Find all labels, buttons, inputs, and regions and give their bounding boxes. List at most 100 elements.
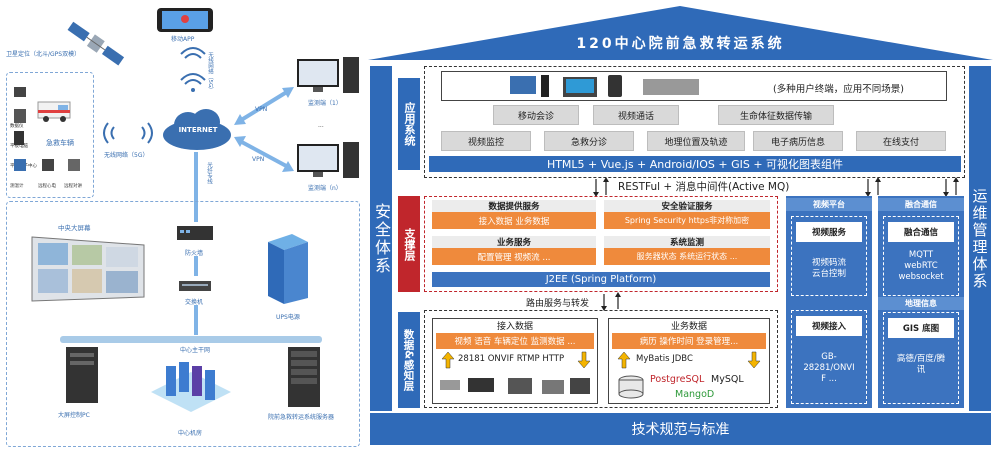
business-data-title: 业务数据 [670,322,707,332]
ambulance-icon [37,101,71,122]
fiber-label: 光纤专线 [206,162,212,184]
device-icons [440,378,590,394]
service-content: 服务器状态 系统运行状态 ... [604,248,770,265]
roof-shape [368,6,993,60]
wifi-signal-icon [180,47,206,92]
wifi-signal-icon [103,122,153,144]
service-content: 配置管理 视频流 ... [432,248,596,265]
firewall-icon [177,226,213,240]
link-line [194,305,198,335]
app-item: 视频通话 [593,105,679,125]
link-line [194,256,198,276]
cloud-icon [163,109,231,150]
architecture-diagram: 120中心院前急救转运系统 安全体系 运维管理体系 技术规范与标准 应用系统 (… [368,0,993,451]
app-item: 地理位置及轨迹 [647,131,745,151]
service-content: Spring Security https非对称加密 [604,212,770,229]
device-label: 数据仪 [10,124,24,129]
db-postgresql: PostgreSQL [650,374,705,385]
ambulance-panel [6,72,94,198]
device-label: 远程对讲 [64,184,82,189]
vpn-top-label: VPN [255,106,268,113]
backbone-bar [60,336,322,343]
video-access-box: 视频接入 [796,316,862,336]
up-down-arrows [441,351,591,369]
app-item: 生命体征数据传输 [718,105,834,125]
video-service-box: 视频服务 [796,222,862,242]
ambulance-label: 急救车辆 [46,139,74,147]
app-item: 在线支付 [856,131,946,151]
switch-label: 交换机 [185,299,204,306]
data-center-panel [6,201,360,447]
terminals-text: (多种用户终端，应用不同场景) [773,84,904,95]
support-layer-frame [424,196,778,292]
fusion-text-line: MQTT [908,250,934,260]
arrows-icon [593,177,959,197]
db-mongodb: MangoD [675,389,715,400]
business-data-content: 病历 操作时间 登录管理... [612,333,766,349]
mobile-app-label: 移动APP [171,36,195,43]
device-icons [14,87,80,171]
data-layer-tab: 数据&感知层 [398,312,420,408]
app-layer-frame [424,66,965,178]
device-label: 测温计 [10,184,24,189]
server-rack-icon [288,347,320,407]
fusion-frame [883,216,959,296]
ups-icon [268,234,308,304]
monitor-station-icon [297,57,359,93]
arrows-icon [601,292,621,311]
pc-label: 大屏控制PC [58,412,90,419]
app-item: 视频监控 [441,131,531,151]
satellite-label: 卫星定位（北斗/GPS双模） [6,51,81,58]
video-platform-head: 视频平台 [786,198,872,211]
video-access-frame [791,310,867,404]
internet-label: INTERNET [178,126,218,134]
monitor-1-label: 监测端（1） [308,100,342,107]
device-label: 平板电脑 [10,144,28,149]
big-screen-label: 中央大屏幕 [58,224,91,232]
wireless-label: 无线网络（5G） [207,52,213,93]
wireless-5g-label: 无线网络（5G） [104,152,149,159]
database-icon [618,375,644,399]
data-layer-frame [424,310,778,408]
terminal-devices-icon [510,75,699,97]
vpn-arrows [234,87,294,172]
access-data-content: 视频 语音 车辆定位 监测数据 ... [436,333,594,349]
video-access-text-line: GB- [821,352,837,362]
gis-text-line: 高德/百度/腾 [896,354,946,364]
monitor-station-icon [297,142,359,178]
monitor-ellipsis: ... [318,122,324,129]
service-content: 接入数据 业务数据 [432,212,596,229]
service-title: 系统监测 [604,236,770,248]
satellite-icon [67,21,125,66]
video-access-text-line: F ... [821,374,837,384]
app-item: 移动会诊 [493,105,579,125]
device-label: 远程心电 [38,184,56,189]
security-system-bar: 安全体系 [370,66,392,411]
up-down-arrows [617,351,761,369]
server-room-icon [151,362,231,412]
fusion-box: 融合通信 [888,222,954,242]
video-service-frame [791,216,867,296]
architecture-title: 120中心院前急救转运系统 [576,36,785,52]
middleware-label: RESTFul + 消息中间件(Active MQ) [618,181,790,193]
db-mysql: MySQL [711,374,744,385]
room-label: 中心机房 [178,430,203,437]
monitor-n-label: 监测端（n） [308,185,342,192]
video-service-text-line: 视频码流 [811,258,846,268]
service-title: 数据提供服务 [432,200,596,212]
j2ee-bar: J2EE (Spring Platform) [432,272,770,287]
app-item: 电子病历信息 [753,131,843,151]
routing-label: 路由服务与转发 [526,299,590,309]
backbone-label: 中心主干网 [180,347,211,354]
fusion-text-line: websocket [898,272,944,282]
ups-label: UPS电源 [276,314,300,321]
frameworks-label: MyBatis JDBC [636,354,693,364]
service-title: 安全验证服务 [604,200,770,212]
app-item: 急救分诊 [544,131,634,151]
protocols-label: 28181 ONVIF RTMP HTTP [458,354,565,364]
phone-icon [157,8,213,32]
vpn-bottom-label: VPN [252,156,265,163]
server-label: 院前急救转运系统服务器 [268,414,335,421]
